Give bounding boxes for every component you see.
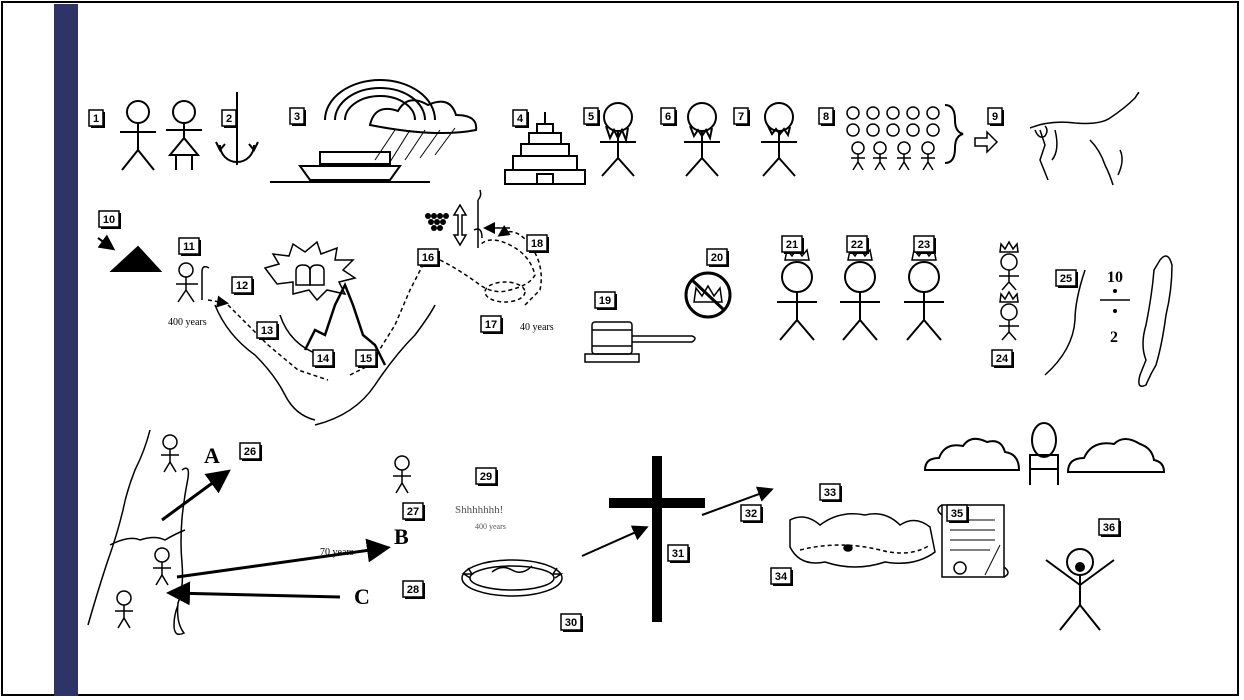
number-label-25: 25 (1060, 273, 1072, 285)
double-arrow-icon (454, 190, 510, 248)
manger-icon (462, 560, 562, 596)
number-label-27: 27 (407, 506, 419, 518)
grapes-icon (425, 213, 449, 231)
number-label-17: 17 (485, 319, 497, 331)
number-label-33: 33 (824, 487, 836, 499)
arrow-a (162, 473, 226, 520)
mission-map-icon (790, 514, 935, 567)
number-label-10: 10 (103, 214, 115, 226)
number-label-13: 13 (261, 325, 273, 337)
number-label-15: 15 (360, 353, 372, 365)
heaven-clouds-icon (925, 423, 1164, 485)
number-label-34: 34 (775, 571, 788, 583)
adam-figure (120, 101, 156, 170)
number-label-24: 24 (996, 353, 1009, 365)
number-label-26: 26 (244, 446, 256, 458)
ark-rainbow-icon (270, 80, 476, 182)
rejoicing-figure (1046, 549, 1114, 630)
years-40-label: 40 years (520, 322, 554, 333)
no-king-icon (686, 273, 730, 317)
king-saul-figure (777, 248, 817, 340)
number-label-31: 31 (672, 548, 684, 560)
pyramid-icon (98, 238, 160, 271)
letter-b: B (394, 524, 409, 549)
moses-figure (176, 263, 209, 302)
number-label-30: 30 (565, 617, 577, 629)
arrow-b (177, 548, 385, 577)
fraction-top: 10 (1107, 269, 1123, 286)
arrow-c (172, 593, 340, 597)
letter-c: C (354, 584, 370, 609)
abraham-figure (600, 103, 636, 176)
fraction-dot-top (1113, 289, 1117, 293)
divided-kingdom-figures (999, 242, 1019, 340)
eve-figure (166, 101, 202, 170)
cross-icon (609, 456, 705, 622)
number-label-4: 4 (517, 113, 524, 125)
years-400-label-a: 400 years (168, 317, 207, 328)
number-label-1: 1 (93, 113, 99, 125)
number-label-18: 18 (531, 238, 543, 250)
fall-arrow-icon (216, 92, 258, 165)
king-solomon-figure (904, 248, 944, 340)
jordan-river-icon (174, 468, 188, 634)
number-label-6: 6 (665, 111, 671, 123)
number-label-28: 28 (407, 584, 419, 596)
number-label-32: 32 (745, 508, 757, 520)
right-arrow-icon (975, 132, 997, 152)
number-label-12: 12 (236, 280, 248, 292)
brace-icon (945, 105, 963, 163)
letter-a: A (204, 443, 220, 468)
number-label-3: 3 (294, 111, 300, 123)
arrow-to-cross (582, 528, 645, 556)
number-label-35: 35 (951, 508, 963, 520)
number-label-7: 7 (738, 111, 744, 123)
number-label-19: 19 (599, 295, 611, 307)
number-label-14: 14 (317, 353, 330, 365)
number-label-16: 16 (422, 252, 434, 264)
egypt-map-icon (1030, 93, 1139, 185)
number-label-36: 36 (1103, 522, 1115, 534)
fraction-bottom: 2 (1110, 329, 1118, 346)
number-label-22: 22 (851, 239, 863, 251)
years-400-label-b: 400 years (475, 522, 506, 531)
isaac-figure (684, 103, 720, 176)
years-70-label: 70 years (320, 547, 354, 558)
number-label-21: 21 (786, 239, 798, 251)
king-david-figure (840, 248, 880, 340)
number-label-23: 23 (918, 239, 930, 251)
number-label-2: 2 (226, 113, 232, 125)
wilderness-loop (440, 232, 541, 305)
jacob-figure (761, 103, 797, 176)
number-label-9: 9 (992, 111, 998, 123)
number-label-5: 5 (588, 111, 594, 123)
number-label-8: 8 (823, 111, 829, 123)
shh-label: Shhhhhhh! (455, 504, 503, 516)
fraction-dot-bottom (1113, 309, 1117, 313)
number-label-11: 11 (183, 241, 195, 253)
twelve-tribes-icon (847, 107, 939, 170)
gavel-icon (585, 322, 695, 362)
number-label-20: 20 (711, 252, 723, 264)
number-label-29: 29 (480, 471, 492, 483)
